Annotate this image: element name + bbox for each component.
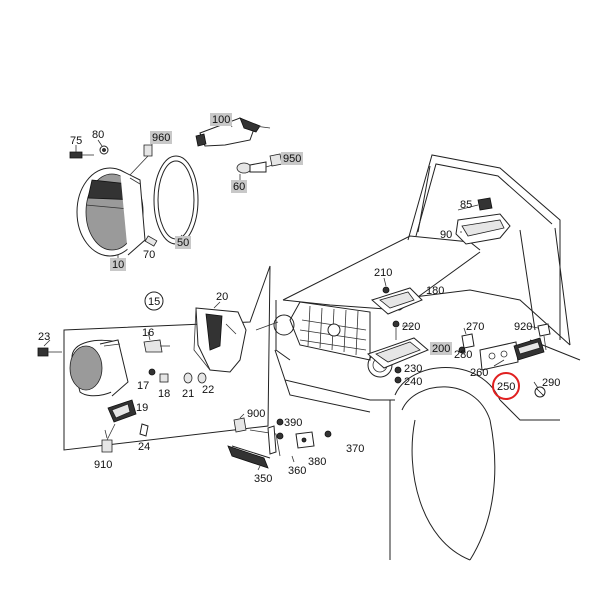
label-24: 24 (138, 441, 150, 453)
label-22: 22 (202, 384, 214, 396)
label-210: 210 (374, 267, 392, 279)
label-900: 900 (247, 408, 265, 420)
label-90: 90 (440, 229, 452, 241)
label-920: 920 (514, 321, 532, 333)
label-85: 85 (460, 199, 472, 211)
label-270: 270 (466, 321, 484, 333)
label-10: 10 (112, 259, 124, 271)
label-75: 75 (70, 135, 82, 147)
highlight-circle-250 (492, 372, 520, 400)
label-350: 350 (254, 473, 272, 485)
label-80: 80 (92, 129, 104, 141)
fog-lamp-group (227, 417, 332, 469)
headlight-housing-group (37, 265, 271, 453)
label-20: 20 (216, 291, 228, 303)
label-220: 220 (402, 321, 420, 333)
label-100: 100 (212, 114, 230, 126)
leader-lines (43, 121, 539, 471)
label-box-10 (110, 258, 126, 271)
label-230: 230 (404, 363, 422, 375)
label-23: 23 (38, 331, 50, 343)
label-18: 18 (158, 388, 170, 400)
part-labels: 75 80 960 100 950 60 50 70 10 85 90 15 2… (38, 113, 560, 485)
label-15: 15 (148, 296, 160, 308)
label-910: 910 (94, 459, 112, 471)
label-circle-15 (144, 291, 164, 311)
label-19: 19 (136, 402, 148, 414)
label-70: 70 (143, 249, 155, 261)
label-950: 950 (283, 153, 301, 165)
label-box-50 (175, 236, 191, 249)
label-200: 200 (432, 343, 450, 355)
label-box-200 (430, 342, 452, 355)
label-290: 290 (542, 377, 560, 389)
label-960: 960 (152, 132, 170, 144)
side-marker-group (458, 323, 551, 398)
label-240: 240 (404, 376, 422, 388)
label-360: 360 (288, 465, 306, 477)
label-60: 60 (233, 181, 245, 193)
label-17: 17 (137, 380, 149, 392)
interior-light-group (455, 197, 511, 245)
label-21: 21 (182, 388, 194, 400)
label-box-100 (210, 113, 232, 126)
hood-parts (367, 286, 429, 384)
label-box-950 (281, 152, 303, 165)
label-180: 180 (426, 285, 444, 297)
label-box-960 (150, 131, 172, 144)
label-box-60 (231, 180, 247, 193)
label-250: 250 (497, 381, 515, 393)
vehicle-outline (273, 154, 581, 561)
label-50: 50 (177, 237, 189, 249)
label-380: 380 (308, 456, 326, 468)
headlight-assembly-top (69, 117, 283, 257)
label-260: 260 (470, 367, 488, 379)
label-280: 280 (454, 349, 472, 361)
label-370: 370 (346, 443, 364, 455)
label-16: 16 (142, 327, 154, 339)
label-390: 390 (284, 417, 302, 429)
